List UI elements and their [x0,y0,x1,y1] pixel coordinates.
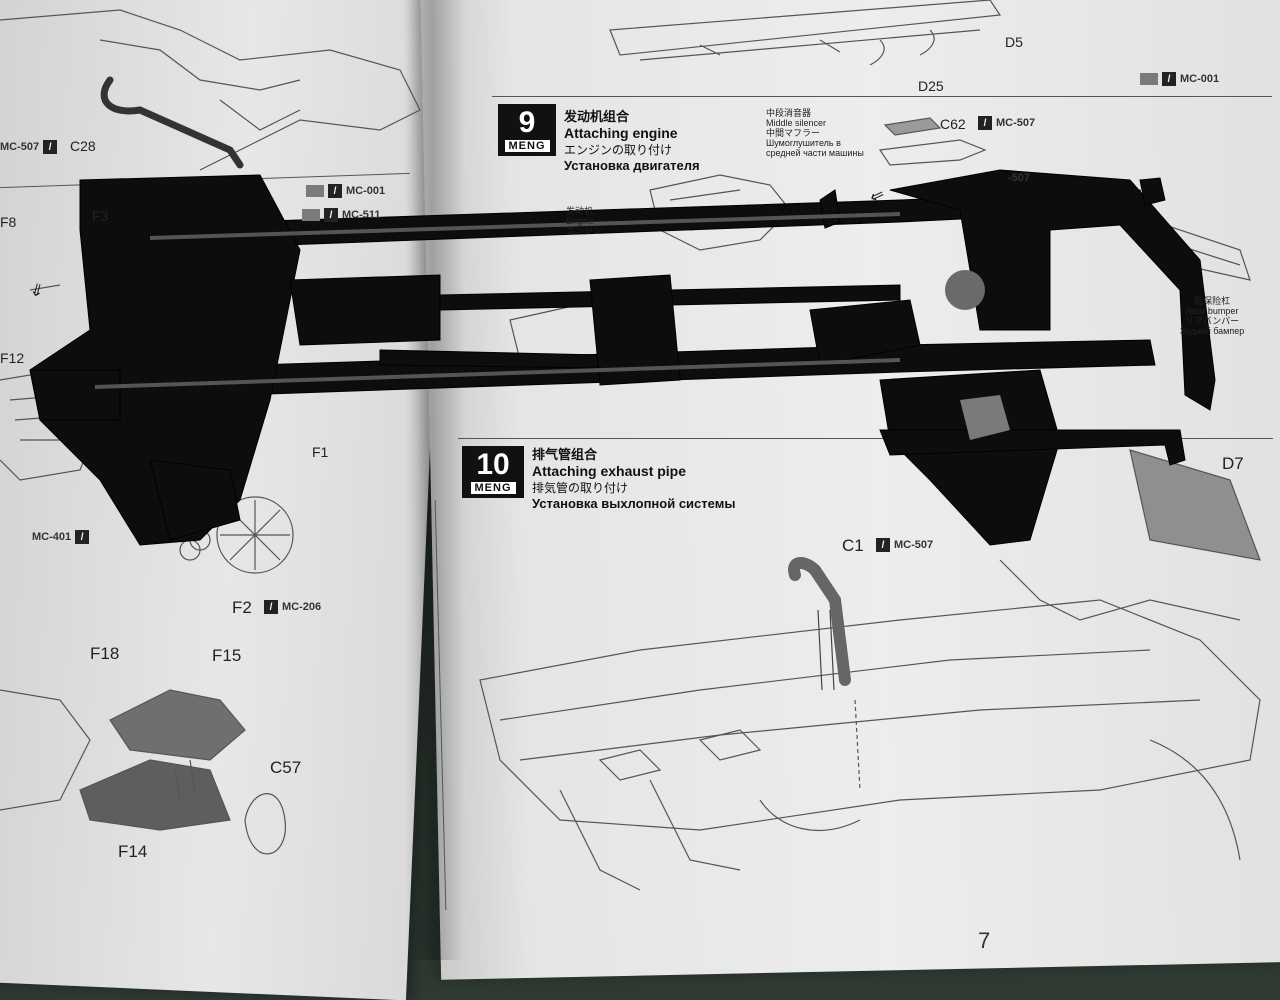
part-f14: F14 [118,842,148,861]
step9-title-ja: エンジンの取り付け [564,143,673,157]
step10-title: 排气管组合 Attaching exhaust pipe 排気管の取り付け Ус… [532,444,735,511]
step9-brand: MENG [504,139,550,152]
middle-silencer-ru1: Шумоглушитель в [766,138,841,148]
step9-badge: 9 MENG [498,104,556,156]
middle-silencer-ru2: средней части машины [766,148,864,158]
part-f1: F1 [312,444,329,460]
step10-title-ru: Установка выхлопной системы [532,496,736,511]
paint-swatch-icon [302,209,320,221]
rear-bumper-callout: 后保险杠 Rear bumper リアバンパー Задний бампер [1180,296,1244,336]
brush-icon: / [324,208,338,222]
middle-silencer-ja: 中間マフラー [766,128,821,138]
chassis-highlights [95,212,1010,440]
step10-title-en: Attaching exhaust pipe [532,463,687,479]
rear-bumper-ru: Задний бампер [1180,326,1245,336]
middle-silencer-en: Middle silencer [766,118,827,128]
step9-title-ru: Установка двигателя [564,158,700,173]
paint-mc511-code: MC-511 [342,209,381,221]
part-d25: D25 [918,78,944,94]
engine-ja: エンジン [566,226,603,236]
paint-mc511: / MC-511 [302,208,381,222]
part-f3: F3 [92,208,109,224]
brush-icon: / [264,600,278,614]
paint-mc507-c1: / MC-507 [876,538,933,552]
paint-mc507-c1-code: MC-507 [894,539,934,551]
part-f8: F8 [0,214,17,230]
paint-mc401: MC-401 / [32,530,90,544]
step9-frame [492,96,1272,97]
part-f15: F15 [212,646,242,665]
engine-callout: 发动机 Engine エンジン [566,206,602,236]
step9-title-zh: 发动机组合 [564,109,630,124]
paint-mc206: / MC-206 [264,600,321,614]
brush-icon: / [43,140,58,154]
step10-title-zh: 排气管组合 [532,447,598,462]
middle-silencer-callout: 中段消音器 Middle silencer 中間マフラー Шумоглушите… [766,108,864,158]
step10-badge: 10 MENG [462,446,524,498]
engine-en: Engine [566,216,595,226]
paint-mc507-left: MC-507 / [0,140,58,154]
paint-mc001-top: / MC-001 [1140,72,1219,86]
paint-swatch-icon [1140,73,1158,85]
part-c57: C57 [270,758,302,777]
paint-mc507-c62: / MC-507 [978,116,1035,130]
brush-icon: / [1162,72,1176,86]
engine-zh: 发动机 [566,206,594,216]
paint-mc001-left: / MC-001 [306,184,385,198]
part-d5: D5 [1005,34,1023,50]
part-f12: F12 [0,350,25,366]
paint-mc001-top-code: MC-001 [1180,73,1220,85]
rear-bumper-zh: 后保险杠 [1194,296,1231,306]
part-f18: F18 [90,644,120,663]
step9-title: 发动机组合 Attaching engine エンジンの取り付け Установ… [564,106,700,173]
step9-title-en: Attaching engine [564,125,678,141]
brush-icon: / [75,530,90,544]
page-fold-shadow [405,0,465,960]
step10-brand: MENG [470,481,516,494]
paint-mc507-partial: -507 [1008,172,1030,184]
rear-bumper-en: Rear bumper [1185,306,1239,316]
paint-mc401-code: MC-401 [32,531,72,543]
part-c28: C28 [70,138,96,154]
step9-number: 9 [518,105,536,139]
step10-title-ja: 排気管の取り付け [532,481,629,495]
brush-icon: / [876,538,890,552]
page-number: 7 [978,928,991,953]
part-d7: D7 [1222,454,1244,473]
paint-swatch-icon [306,185,324,197]
paint-mc001-left-code: MC-001 [346,185,386,197]
brush-icon: / [978,116,992,130]
step10-frame [458,438,1273,439]
paint-mc507-partial-code: -507 [1008,172,1031,184]
line-art-diagrams [0,0,1261,891]
part-f2: F2 [232,598,252,617]
step10-number: 10 [476,447,510,481]
chassis-model [29,169,1216,546]
paint-mc507-c62-code: MC-507 [996,117,1036,129]
rear-bumper-ja: リアバンパー [1185,316,1240,326]
paint-mc206-code: MC-206 [282,601,322,613]
part-c62: C62 [940,116,966,132]
brush-icon: / [328,184,342,198]
part-c1: C1 [842,536,864,555]
paint-mc507-left-code: MC-507 [0,141,40,153]
middle-silencer-zh: 中段消音器 [766,108,812,118]
